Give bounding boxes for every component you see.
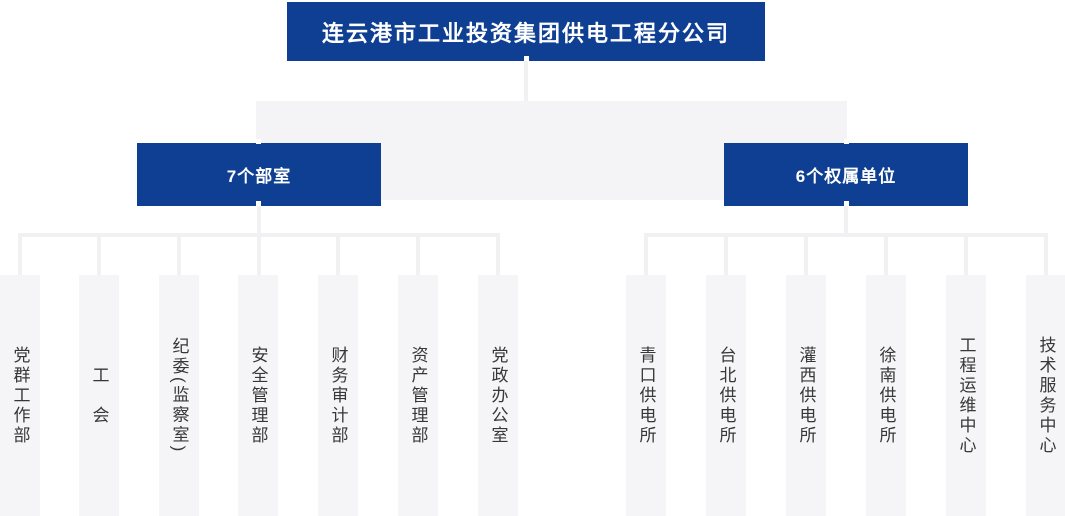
connector-notch xyxy=(524,56,529,61)
org-column: 青口供电所 xyxy=(626,275,666,516)
connector-line xyxy=(884,237,888,275)
org-column: 灌西供电所 xyxy=(786,275,826,516)
connector-line xyxy=(964,237,968,275)
connector-line xyxy=(644,237,648,275)
connector-line xyxy=(496,237,500,275)
group-label-units: 6个权属单位 xyxy=(795,167,897,186)
org-column-label: 台北供电所 xyxy=(716,345,736,446)
org-column-label: 党政办公室 xyxy=(488,345,508,446)
connector-line xyxy=(1044,237,1048,275)
org-column-label: 灌西供电所 xyxy=(796,345,816,446)
org-column-label: 党群工作部 xyxy=(10,345,30,446)
org-column: 工程运维中心 xyxy=(946,275,986,516)
org-column: 资产管理部 xyxy=(398,275,438,516)
connector-line xyxy=(416,237,420,275)
connector-line xyxy=(644,233,1048,237)
org-column-label: 资产管理部 xyxy=(408,345,428,446)
connector-line xyxy=(177,237,181,275)
org-column: 台北供电所 xyxy=(706,275,746,516)
org-column: 技术服务中心 xyxy=(1026,275,1065,516)
connector-line xyxy=(844,206,848,237)
org-column: 党政办公室 xyxy=(478,275,518,516)
org-column: 徐南供电所 xyxy=(866,275,906,516)
connector-notch xyxy=(844,139,849,144)
org-column-label: 技术服务中心 xyxy=(1036,335,1056,456)
connector-line xyxy=(804,237,808,275)
org-column-label: 徐南供电所 xyxy=(876,345,896,446)
org-column-label: 安全管理部 xyxy=(248,345,268,446)
connector-notch xyxy=(256,139,261,144)
connector-line xyxy=(336,237,340,275)
org-column: 财务审计部 xyxy=(318,275,358,516)
connector-line xyxy=(257,206,261,275)
org-column: 安全管理部 xyxy=(238,275,278,516)
org-column-label: 财务审计部 xyxy=(328,345,348,446)
connector-line xyxy=(97,237,101,275)
group-label-departments: 7个部室 xyxy=(226,167,292,186)
connector-line xyxy=(18,233,500,237)
connector-notch xyxy=(256,201,261,206)
root-box: 连云港市工业投资集团供电工程分公司 xyxy=(287,2,765,61)
org-column-label: 工程运维中心 xyxy=(956,335,976,456)
org-column-label: 工 会 xyxy=(89,365,109,426)
connector-line xyxy=(724,237,728,275)
group-box-units: 6个权属单位 xyxy=(724,143,968,206)
root-label: 连云港市工业投资集团供电工程分公司 xyxy=(321,20,730,46)
org-column-label: 青口供电所 xyxy=(636,345,656,446)
group-box-departments: 7个部室 xyxy=(137,143,381,206)
connector-notch xyxy=(844,201,849,206)
connector-line xyxy=(18,237,22,275)
org-column: 工 会 xyxy=(79,275,119,516)
connector-line xyxy=(524,61,528,101)
org-column: 纪委(监察室) xyxy=(159,275,199,516)
org-column: 党群工作部 xyxy=(0,275,40,516)
org-column-label: 纪委(监察室) xyxy=(169,336,189,455)
